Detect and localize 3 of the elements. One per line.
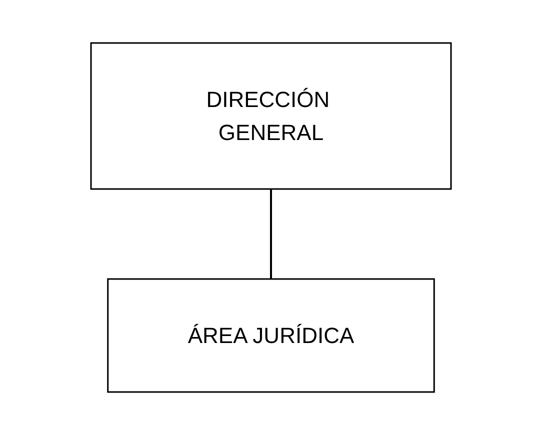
node-box: ÁREA JURÍDICA — [107, 278, 435, 393]
connector — [270, 189, 272, 279]
node-box: DIRECCIÓN GENERAL — [90, 42, 452, 190]
